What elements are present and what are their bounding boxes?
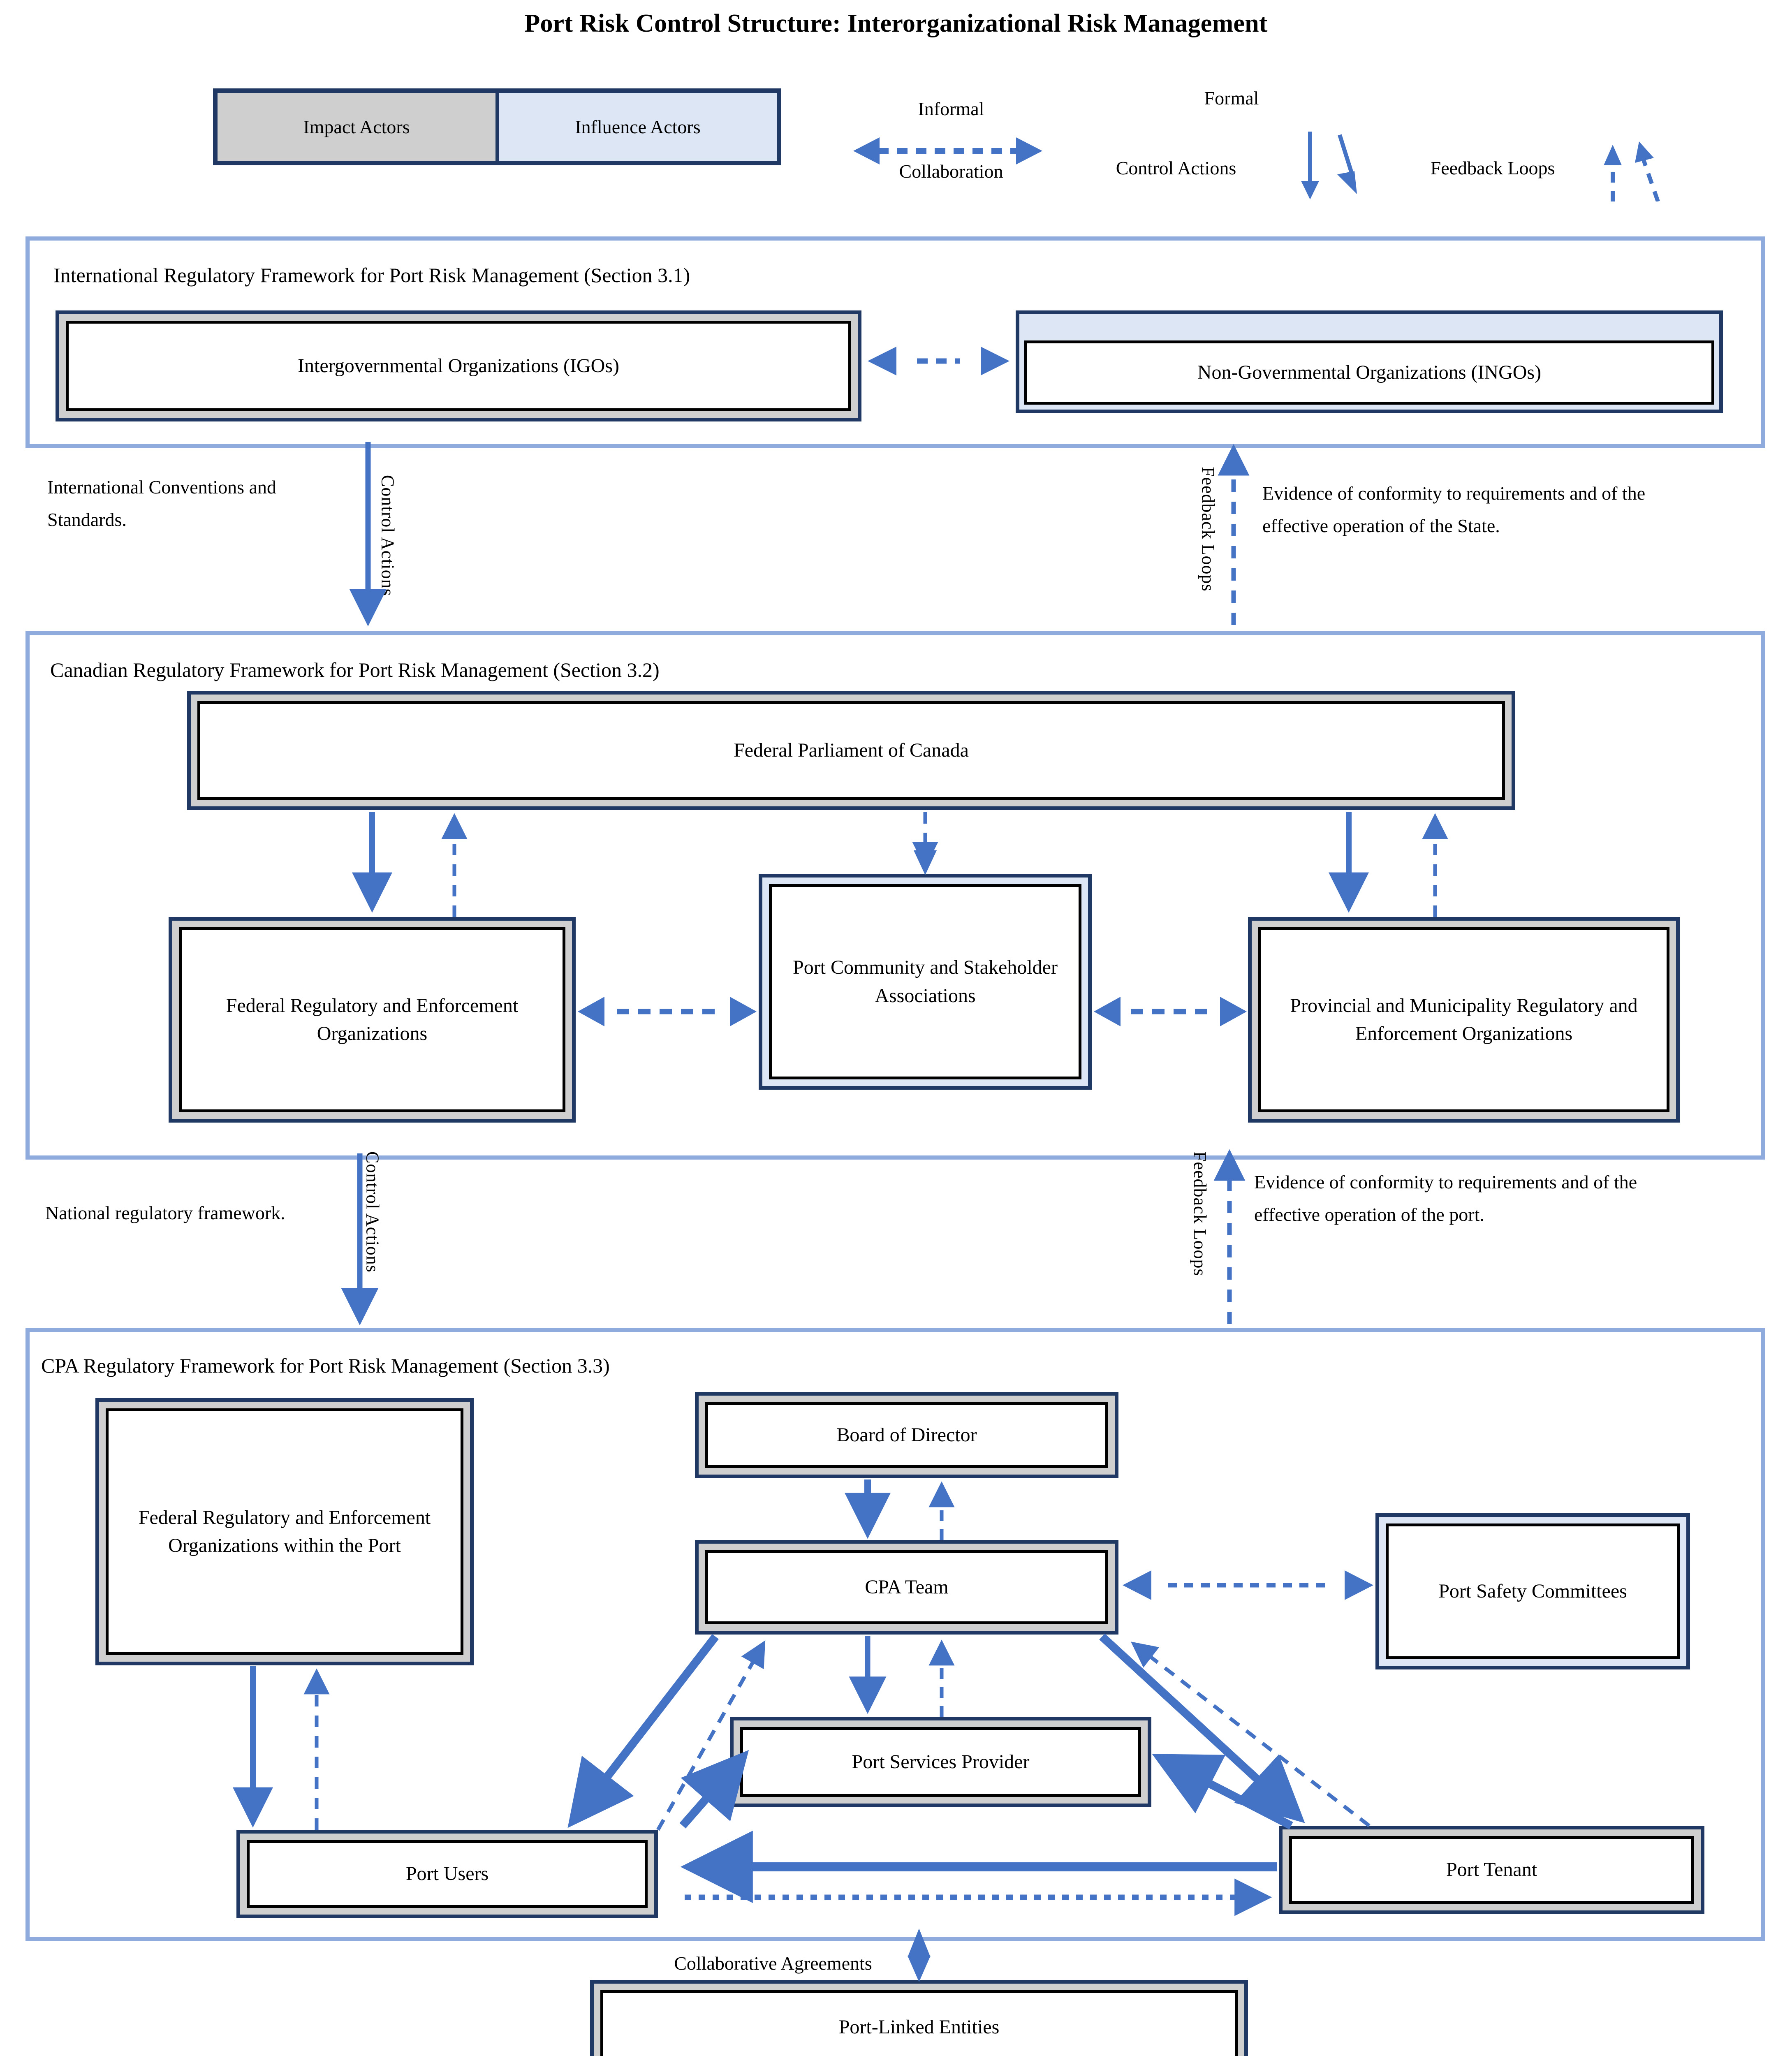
node-label: Port Safety Committees — [1386, 1523, 1680, 1659]
node-federal-regulatory-organizations-within-the-port[interactable]: Federal Regulatory and Enforcement Organ… — [95, 1398, 474, 1665]
annotation-evidence-port: Evidence of conformity to requirements a… — [1254, 1172, 1637, 1225]
node-label: Port-Linked Entities — [600, 1990, 1238, 2056]
annotation-control-actions-1: Control Actions — [377, 475, 398, 596]
node-port-services-provider[interactable]: Port Services Provider — [730, 1717, 1151, 1807]
node-label: Port Users — [247, 1840, 648, 1908]
annotation-feedback-loops-1: Feedback Loops — [1198, 467, 1218, 592]
node-port-linked-entities[interactable]: Port-Linked Entities — [590, 1980, 1248, 2056]
annotation-collaborative-agreements: Collaborative Agreements — [674, 1953, 872, 1974]
node-non-governmental-organizations[interactable]: Non-Governmental Organizations (INGOs) — [1016, 310, 1723, 413]
legend-impact-actors: Impact Actors — [218, 93, 499, 161]
node-cpa-team[interactable]: CPA Team — [695, 1540, 1118, 1635]
node-board-of-director[interactable]: Board of Director — [695, 1392, 1118, 1478]
legend-feedback-loops-label: Feedback Loops — [1430, 157, 1555, 178]
node-provincial-and-municipality-regulatory-organizations[interactable]: Provincial and Municipality Regulatory a… — [1248, 917, 1680, 1123]
node-label: Port Services Provider — [740, 1727, 1141, 1797]
legend-influence-actors: Influence Actors — [499, 93, 777, 161]
annotation-evidence-state: Evidence of conformity to requirements a… — [1262, 483, 1646, 537]
node-port-users[interactable]: Port Users — [236, 1830, 658, 1918]
node-label: CPA Team — [705, 1550, 1108, 1624]
node-label: Non-Governmental Organizations (INGOs) — [1024, 340, 1714, 405]
node-label: Provincial and Municipality Regulatory a… — [1258, 927, 1669, 1112]
node-label: Port Tenant — [1289, 1836, 1694, 1904]
node-label: Board of Director — [705, 1402, 1108, 1468]
legend-formal-label: Formal — [1204, 88, 1259, 109]
node-label: Port Community and Stakeholder Associati… — [769, 884, 1081, 1079]
node-port-community-and-stakeholder-associations[interactable]: Port Community and Stakeholder Associati… — [759, 874, 1092, 1090]
legend-collaboration-label: Collaboration — [899, 161, 1003, 182]
legend-informal-label: Informal — [918, 98, 984, 119]
node-federal-parliament-of-canada[interactable]: Federal Parliament of Canada — [187, 691, 1515, 810]
node-federal-regulatory-and-enforcement-organizations[interactable]: Federal Regulatory and Enforcement Organ… — [169, 917, 576, 1123]
annotation-international-conventions: International Conventions and Standards. — [47, 477, 276, 530]
section-title-international: International Regulatory Framework for P… — [53, 264, 690, 287]
node-label: Federal Regulatory and Enforcement Organ… — [179, 927, 565, 1112]
legend-informal-arrow-icon — [853, 137, 1042, 164]
node-label: Federal Regulatory and Enforcement Organ… — [106, 1408, 463, 1655]
annotation-control-actions-2: Control Actions — [362, 1151, 383, 1273]
page-title: Port Risk Control Structure: Interorgani… — [524, 9, 1268, 37]
node-label: Intergovernmental Organizations (IGOs) — [66, 321, 851, 411]
section-title-canadian: Canadian Regulatory Framework for Port R… — [50, 658, 660, 681]
node-label: Federal Parliament of Canada — [197, 701, 1505, 800]
node-port-safety-committees[interactable]: Port Safety Committees — [1375, 1513, 1690, 1669]
annotation-national-framework: National regulatory framework. — [45, 1202, 285, 1223]
legend-actor-swatch: Impact Actors Influence Actors — [213, 88, 781, 165]
node-intergovernmental-organizations[interactable]: Intergovernmental Organizations (IGOs) — [56, 310, 861, 421]
legend-control-actions-label: Control Actions — [1116, 157, 1236, 178]
legend-control-actions-arrow-icon — [1301, 132, 1357, 199]
node-port-tenant[interactable]: Port Tenant — [1279, 1826, 1704, 1914]
legend-feedback-loops-arrow-icon — [1604, 141, 1660, 201]
annotation-feedback-loops-2: Feedback Loops — [1190, 1151, 1210, 1276]
section-title-cpa: CPA Regulatory Framework for Port Risk M… — [41, 1354, 610, 1377]
